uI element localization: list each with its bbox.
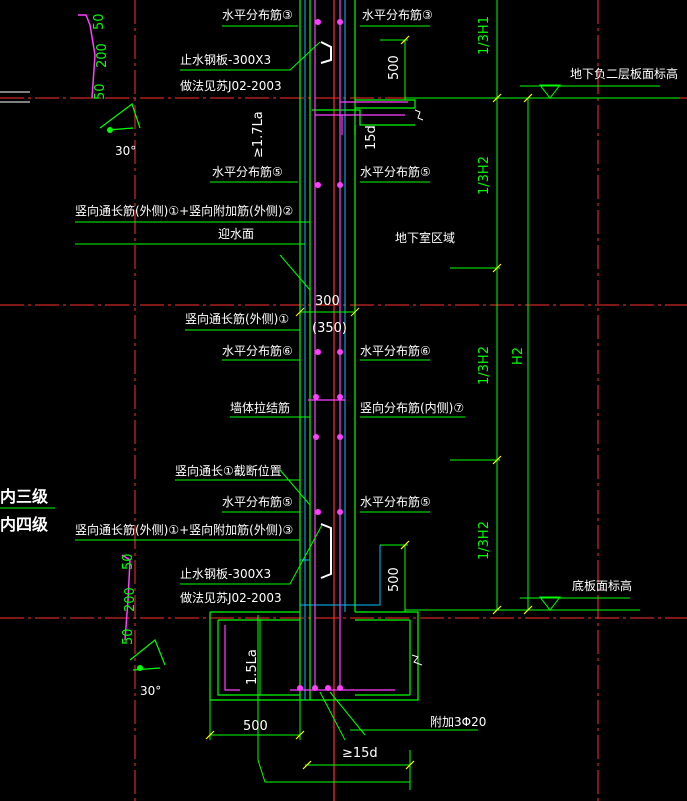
label-vert-dist-inner: 竖向分布筋(内侧)⑦ — [360, 400, 464, 415]
label-water-face: 迎水面 — [218, 227, 254, 241]
dim-h2-a: 1/3H2 — [477, 156, 492, 195]
label-vert-long-outer-top: 竖向通长筋(外侧)①+竖向附加筋(外侧)② — [75, 203, 293, 218]
base-dims — [209, 615, 411, 790]
dim-500-base: 500 — [243, 719, 268, 734]
dimension-text: 50 200 50 30° ≥1.7La 500 15d 1/3H1 1/3H2… — [92, 13, 526, 761]
hook-symbols — [78, 14, 131, 641]
label-horiz-bar-5-right-bot: 水平分布筋⑤ — [360, 494, 431, 509]
label-horiz-bar-5-right-top: 水平分布筋⑤ — [360, 164, 431, 179]
label-horiz-bar-5-left-bot: 水平分布筋⑤ — [222, 494, 293, 509]
dim-500-top: 500 — [387, 55, 402, 80]
label-waterstop-top-1: 止水钢板-300X3 — [180, 53, 271, 67]
label-level-base: 底板面标高 — [572, 578, 632, 593]
label-waterstop-bot-2: 做法见苏J02-2003 — [180, 590, 282, 605]
label-grade-3: 内三级 — [0, 487, 49, 506]
label-grade-4: 内四级 — [0, 515, 49, 534]
label-horiz-bar-6-right: 水平分布筋⑥ — [360, 343, 431, 358]
label-horiz-bar-3-left: 水平分布筋③ — [222, 7, 293, 22]
wall-outline — [209, 0, 419, 701]
label-basement-area: 地下室区域 — [395, 230, 455, 245]
label-wall-tie: 墙体拉结筋 — [230, 400, 290, 415]
dim-50b-bot: 50 — [121, 628, 136, 645]
label-horiz-bar-6-left: 水平分布筋⑥ — [222, 343, 293, 358]
break-marks — [411, 109, 424, 666]
rebars — [224, 0, 408, 691]
label-waterstop-bot-1: 止水钢板-300X3 — [180, 567, 271, 581]
dim-15d-bot: ≥15d — [342, 746, 378, 761]
label-level-b2: 地下负二层板面标高 — [570, 66, 678, 81]
label-vert-long-outer-bot: 竖向通长筋(外侧)①+竖向附加筋(外侧)③ — [75, 522, 293, 537]
label-vert-long-cut: 竖向通长①截断位置 — [175, 463, 282, 478]
elevation-marks — [405, 84, 680, 611]
dim-angle-bot: 30° — [140, 684, 161, 698]
dim-h2-main: H2 — [511, 347, 526, 365]
dim-15d-top: 15d — [364, 125, 379, 150]
dimension-lines-right — [360, 0, 529, 612]
dim-h2-c: 1/3H2 — [477, 521, 492, 560]
waterstop-plates — [320, 41, 332, 579]
base-dim-ticks — [205, 730, 415, 770]
dim-1-5la: 1.5La — [245, 649, 260, 685]
annotations: 水平分布筋③ 水平分布筋③ 止水钢板-300X3 做法见苏J02-2003 水平… — [0, 7, 678, 729]
dim-500-bot: 500 — [387, 567, 402, 592]
dim-200-top: 200 — [95, 43, 110, 68]
dim-200-bot: 200 — [123, 587, 138, 612]
dim-300: 300 — [315, 294, 340, 309]
dim-h1: 1/3H1 — [477, 16, 492, 55]
wall-width-dim — [295, 307, 360, 317]
label-horiz-bar-3-right: 水平分布筋③ — [362, 7, 433, 22]
dim-1-7la: ≥1.7La — [251, 111, 266, 158]
label-horiz-bar-5-left-top: 水平分布筋⑤ — [212, 164, 283, 179]
cyan-lines — [300, 0, 381, 700]
dim-h2-b: 1/3H2 — [477, 346, 492, 385]
left-edge-marks — [0, 91, 30, 103]
leader-lines — [0, 25, 478, 741]
label-waterstop-top-2: 做法见苏J02-2003 — [180, 78, 282, 93]
dim-350: (350) — [312, 321, 347, 336]
angle-dots — [107, 127, 143, 671]
dim-50b-top: 50 — [93, 83, 108, 100]
rebar-dots — [297, 19, 343, 691]
dim-50-top: 50 — [92, 13, 107, 30]
dim-50-bot: 50 — [121, 553, 136, 570]
label-vert-long-outer-mid: 竖向通长筋(外侧)① — [185, 311, 289, 326]
dimension-ticks — [400, 35, 533, 615]
label-extra-bar: 附加3Φ20 — [430, 715, 486, 729]
angle-marks — [99, 103, 166, 671]
dim-angle-top: 30° — [115, 144, 136, 158]
